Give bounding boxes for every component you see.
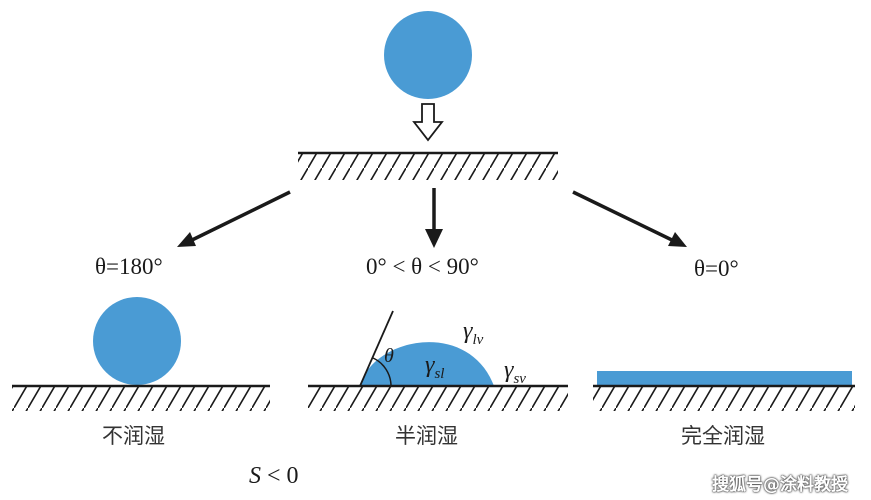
tangent-line <box>359 310 394 387</box>
gamma-lv-label: γlv <box>463 318 483 349</box>
contact-angle-arc <box>372 357 392 387</box>
spreading-coefficient: S < 0 <box>249 463 299 490</box>
gamma-sv-subscript: sv <box>513 370 526 387</box>
surface-non-wetting <box>12 384 270 411</box>
gamma-sl-subscript: sl <box>434 365 445 382</box>
surface-complete-wetting <box>593 384 855 411</box>
gamma-symbol: γ <box>463 318 473 344</box>
spreading-condition: < 0 <box>261 463 299 489</box>
partial-wetting-droplet <box>360 342 494 386</box>
gamma-sv-label: γsv <box>504 357 526 388</box>
hollow-down-arrow-icon <box>412 103 444 142</box>
non-wetting-droplet <box>93 297 181 385</box>
gamma-sl-label: γsl <box>425 352 444 383</box>
angle-label-partial-wetting: 0° < θ < 90° <box>366 254 479 279</box>
arrow-left-icon <box>177 190 291 247</box>
arrow-down-icon <box>425 188 443 248</box>
spread-film <box>597 371 852 385</box>
spreading-symbol: S <box>249 463 261 489</box>
gamma-symbol: γ <box>504 357 514 383</box>
gamma-lv-subscript: lv <box>472 331 484 348</box>
caption-complete-wetting: 完全润湿 <box>681 424 765 448</box>
caption-non-wetting: 不润湿 <box>102 424 165 448</box>
angle-label-non-wetting: θ=180° <box>95 254 163 279</box>
surface-partial-wetting <box>308 384 568 411</box>
arrow-right-icon <box>572 190 687 247</box>
gamma-symbol: γ <box>425 352 435 378</box>
caption-partial-wetting: 半润湿 <box>395 424 458 448</box>
watermark: 搜狐号@涂料教授 <box>712 475 848 495</box>
theta-symbol: θ <box>384 345 394 367</box>
falling-droplet <box>384 11 472 99</box>
top-surface <box>298 151 558 180</box>
angle-label-complete-wetting: θ=0° <box>694 256 739 281</box>
